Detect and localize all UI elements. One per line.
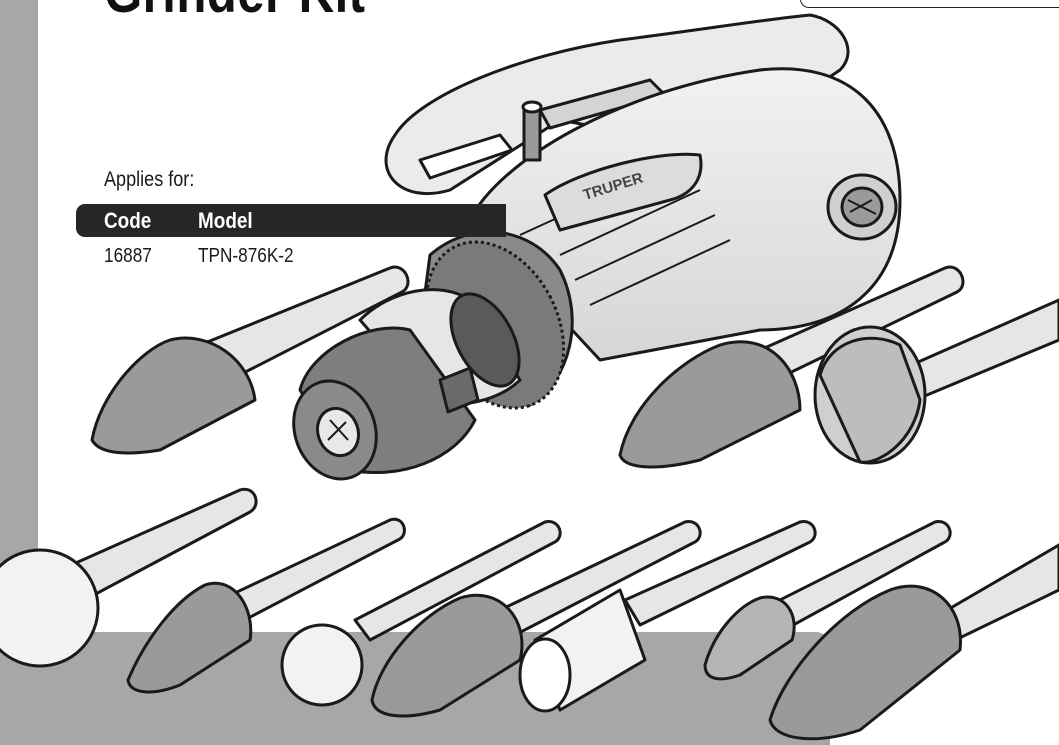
stone-cone-bottom-1 [126, 517, 406, 694]
lever-slot [418, 133, 514, 180]
stone-pointed-bottom [703, 520, 952, 681]
stone-pointed-upper-left [90, 265, 410, 455]
table-header-row: Code Model [76, 204, 506, 237]
stone-ball-small [280, 520, 562, 707]
lever-pin [522, 106, 542, 162]
header-tab-outline [800, 0, 1059, 8]
stone-cone-right [618, 265, 965, 469]
applies-for-label: Applies for: [104, 168, 195, 191]
cell-code: 16887 [104, 245, 152, 267]
stone-cone-large-bottom-right [768, 543, 1059, 741]
code-model-table: Code Model 16887 TPN-876K-2 [76, 204, 506, 273]
stone-ball-large [0, 487, 258, 668]
stone-cylinder-bottom [518, 520, 817, 713]
stone-cylinder-right [813, 298, 1059, 465]
column-header-code: Code [104, 208, 152, 233]
cell-model: TPN-876K-2 [198, 245, 294, 267]
column-header-model: Model [198, 208, 253, 233]
brand-badge [543, 152, 703, 232]
document-title: Grinder Kit [104, 0, 365, 22]
grinder-body [468, 67, 902, 362]
air-grinder-tool: TRUPER [292, 13, 902, 481]
table-row: 16887 TPN-876K-2 [76, 237, 506, 273]
stone-tree-bottom [370, 520, 702, 718]
